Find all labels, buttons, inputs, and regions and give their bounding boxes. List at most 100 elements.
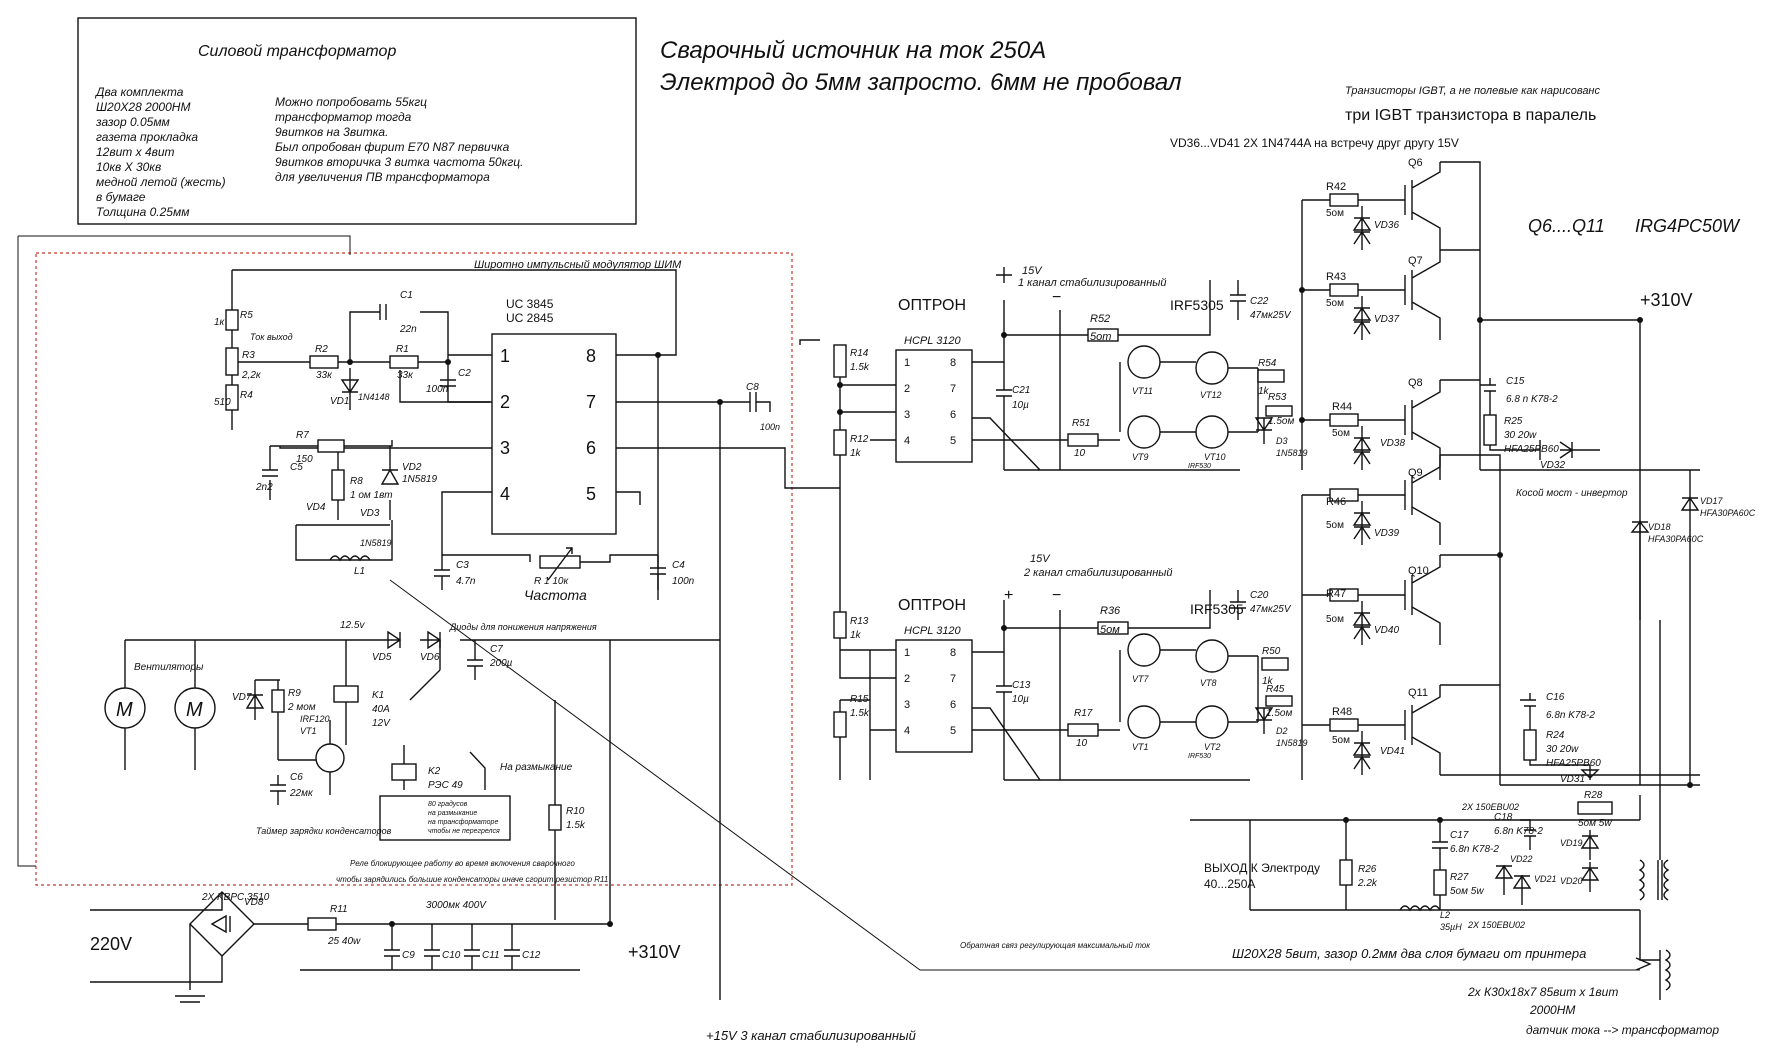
vd21-diode bbox=[1512, 874, 1532, 905]
r8-resistor bbox=[331, 469, 345, 501]
r43-label: R43 bbox=[1326, 271, 1346, 283]
r24-resistor bbox=[1523, 729, 1537, 761]
k1-value: 40A bbox=[372, 704, 390, 715]
r5-value: 1к bbox=[214, 317, 226, 328]
r44-label: R44 bbox=[1332, 401, 1352, 413]
vt10-mosfet bbox=[1195, 415, 1229, 449]
r3-value: 2,2к bbox=[241, 370, 262, 381]
r47-value: 5ом bbox=[1326, 614, 1344, 625]
r11-resistor bbox=[307, 917, 337, 931]
vd32-diode bbox=[1559, 441, 1600, 459]
vd41-label: VD41 bbox=[1380, 746, 1405, 757]
hcpl3120-2 bbox=[895, 639, 973, 753]
r25-value: 30 20w bbox=[1504, 430, 1537, 441]
r17-resistor bbox=[1067, 723, 1099, 737]
l2-inductor bbox=[1399, 905, 1441, 912]
vd31-label: VD31 bbox=[1560, 774, 1585, 785]
freq-label: Частота bbox=[524, 587, 587, 603]
r24-label: R24 bbox=[1546, 730, 1565, 741]
vd6-label: VD6 bbox=[420, 652, 440, 663]
irf5305-label-1: IRF5305 bbox=[1170, 297, 1224, 313]
r2-value: 33к bbox=[316, 370, 333, 381]
vt12-label: VT12 bbox=[1200, 390, 1222, 400]
timer-label: Таймер зарядки конденсаторов bbox=[256, 826, 392, 836]
r13-value: 1k bbox=[850, 630, 862, 641]
k2-label: K2 bbox=[428, 766, 441, 777]
r51-label: R51 bbox=[1072, 418, 1090, 429]
r17-value: 10 bbox=[1076, 738, 1088, 749]
vd3-value: 1N5819 bbox=[360, 538, 392, 548]
c15-label: C15 bbox=[1506, 376, 1525, 387]
r47-label: R47 bbox=[1326, 588, 1346, 600]
c7-value: 200µ bbox=[489, 658, 513, 669]
vt11-label: VT11 bbox=[1132, 386, 1153, 396]
r4-value: 510 bbox=[214, 397, 231, 408]
c3-label: C3 bbox=[456, 560, 469, 571]
vt2-label: VT2 bbox=[1204, 742, 1221, 752]
q11-label: Q11 bbox=[1408, 687, 1428, 699]
q10-label: Q10 bbox=[1408, 565, 1429, 577]
vt1-mosfet bbox=[315, 743, 345, 773]
svg-text:медной летой (жесть): медной летой (жесть) bbox=[96, 175, 226, 189]
transformer-note-right: Можно попробовать 55кгц трансформатор то… bbox=[275, 95, 523, 184]
c20-label: C20 bbox=[1250, 590, 1269, 601]
r50-label: R50 bbox=[1262, 646, 1281, 657]
thermo-switch-box bbox=[379, 795, 511, 841]
vd7-label: VD7 bbox=[232, 692, 252, 703]
r28-label: R28 bbox=[1584, 790, 1603, 801]
vt9-label: VT9 bbox=[1132, 452, 1149, 462]
r27-label: R27 bbox=[1450, 872, 1469, 883]
r52-resistor bbox=[1087, 328, 1119, 342]
caps-note: 3000мк 400V bbox=[426, 900, 487, 911]
c21-label: C21 bbox=[1012, 385, 1030, 396]
svg-text:4: 4 bbox=[500, 484, 510, 504]
svg-text:5: 5 bbox=[950, 435, 956, 447]
vd2-label: VD2 bbox=[402, 462, 422, 473]
c12-label: C12 bbox=[522, 950, 541, 961]
main-title-line2: Электрод до 5мм запросто. 6мм не пробова… bbox=[660, 69, 1182, 96]
optron-label-2: ОПТРОН bbox=[898, 597, 966, 614]
hcpl3120-1 bbox=[895, 349, 973, 463]
kbpc-label: 2X KBPC 3510 bbox=[201, 892, 270, 903]
r53-value: 1.5ом bbox=[1268, 416, 1294, 427]
c17-label: C17 bbox=[1450, 830, 1469, 841]
vd1-label: VD1 bbox=[330, 396, 349, 407]
igbt-note: Транзисторы IGBT, а не полевые как нарис… bbox=[1345, 85, 1600, 97]
r11-value: 25 40w bbox=[327, 936, 361, 947]
vd32-label: VD32 bbox=[1540, 460, 1565, 471]
ebu1-label: 2X 150EBU02 bbox=[1461, 802, 1519, 812]
uc3845-ic bbox=[491, 333, 617, 535]
svg-text:8: 8 bbox=[950, 357, 956, 369]
svg-text:1: 1 bbox=[904, 357, 910, 369]
r8-label: R8 bbox=[350, 476, 363, 487]
k1-label: K1 bbox=[372, 690, 384, 701]
v125-label: 12.5v bbox=[340, 620, 365, 631]
c9-label: C9 bbox=[402, 950, 415, 961]
svg-text:1: 1 bbox=[904, 647, 910, 659]
v220-label: 220V bbox=[90, 934, 132, 954]
r12-label: R12 bbox=[850, 434, 869, 445]
vt7-mosfet bbox=[1127, 633, 1161, 667]
c13-label: C13 bbox=[1012, 680, 1031, 691]
svg-text:7: 7 bbox=[950, 673, 956, 685]
vd21-label: VD21 bbox=[1534, 874, 1557, 884]
c5-capacitor bbox=[262, 469, 278, 477]
c1-label: C1 bbox=[400, 290, 413, 301]
fan-motor-2-label: M bbox=[186, 699, 203, 721]
k2-relay-coil bbox=[391, 763, 417, 781]
c8-value: 100n bbox=[760, 422, 780, 432]
vd31-diode bbox=[1580, 765, 1600, 780]
datchik-note: датчик тока --> трансформатор bbox=[1526, 1023, 1719, 1037]
r52-label: R52 bbox=[1090, 313, 1110, 325]
vd4-label: VD4 bbox=[306, 502, 326, 513]
k2-value: РЭС 49 bbox=[428, 780, 463, 791]
r1-resistor bbox=[389, 355, 419, 369]
vd2-value: 1N5819 bbox=[402, 474, 437, 485]
vd38-label: VD38 bbox=[1380, 438, 1405, 449]
optron-label-1: ОПТРОН bbox=[898, 297, 966, 314]
r42-value: 5ом bbox=[1326, 208, 1344, 219]
svg-text:Был опробован фирит Е70 N87 пе: Был опробован фирит Е70 N87 первичка bbox=[275, 140, 510, 154]
l1-inductor bbox=[329, 555, 371, 562]
